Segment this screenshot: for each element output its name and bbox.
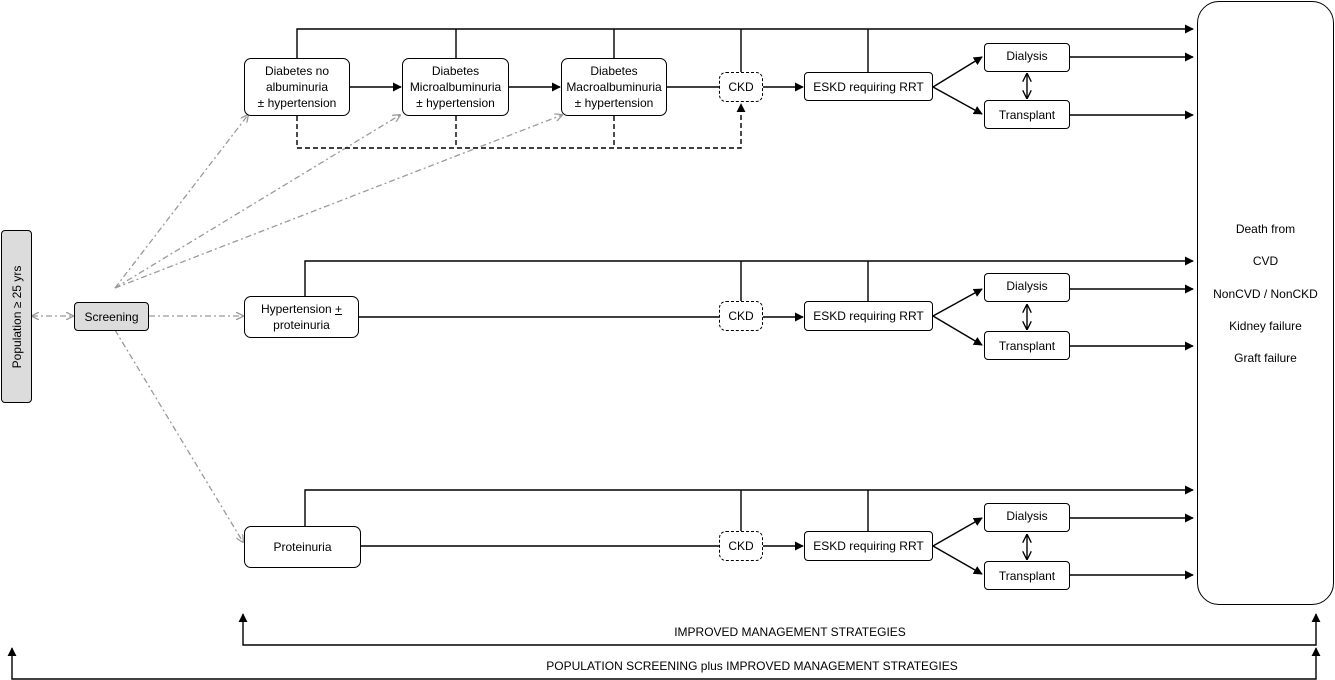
population-screening-label: POPULATION SCREENING plus IMPROVED MANAG… <box>546 659 958 673</box>
transplant-label: Transplant <box>998 338 1056 353</box>
dialysis-box-diabetes: Dialysis <box>984 43 1070 72</box>
hypertension-pathway <box>304 256 1194 351</box>
dialysis-label: Dialysis <box>1006 279 1048 293</box>
hypertension-box: Hypertension + proteinuria <box>244 296 359 338</box>
transplant-label: Transplant <box>998 568 1056 583</box>
outcome-noncvd: NonCVD / NonCKD <box>1213 287 1318 301</box>
ckd-label: CKD <box>728 80 754 94</box>
population-label: Population ≥ 25 yrs <box>9 265 24 368</box>
dialysis-box-hypertension: Dialysis <box>984 273 1070 302</box>
eskd-box-diabetes: ESKD requiring RRT <box>804 72 933 101</box>
dialysis-label: Dialysis <box>1006 49 1048 63</box>
diabetes-macro-line-3: ± hypertension <box>574 96 654 110</box>
eskd-label: ESKD requiring RRT <box>813 309 924 323</box>
transplant-box-hypertension: Transplant <box>984 331 1070 360</box>
outcomes-title: Death from <box>1235 222 1296 236</box>
diabetes-micro-line-1: Diabetes <box>431 64 480 78</box>
proteinuria-label: Proteinuria <box>273 540 332 554</box>
diabetes-no-line-2: albuminuria <box>265 80 329 94</box>
ckd-box-proteinuria: CKD <box>719 531 763 561</box>
screening-arrows <box>32 115 562 542</box>
diabetes-macro-line-1: Diabetes <box>590 64 638 78</box>
outcomes-box: Death from CVD NonCVD / NonCKD Kidney fa… <box>1197 1 1334 605</box>
dialysis-box-proteinuria: Dialysis <box>984 503 1070 532</box>
eskd-label: ESKD requiring RRT <box>813 79 924 94</box>
eskd-box-proteinuria: ESKD requiring RRT <box>804 531 933 561</box>
transplant-box-proteinuria: Transplant <box>984 561 1070 590</box>
dialysis-label: Dialysis <box>1006 509 1048 523</box>
plus-minus-sign: + <box>335 302 343 316</box>
diabetes-micro-line-3: ± hypertension <box>416 96 495 110</box>
proteinuria-pathway <box>304 485 1194 580</box>
diabetes-macro-box: Diabetes Macroalbuminuria ± hypertension <box>561 58 667 116</box>
hypertension-line-2: proteinuria <box>273 318 330 332</box>
diabetes-micro-box: Diabetes Microalbuminuria ± hypertension <box>402 58 509 116</box>
improved-management-label: IMPROVED MANAGEMENT STRATEGIES <box>674 625 906 639</box>
eskd-label: ESKD requiring RRT <box>813 539 924 553</box>
outcome-kidney-failure: Kidney failure <box>1229 319 1302 333</box>
diabetes-no-albuminuria-box: Diabetes no albuminuria ± hypertension <box>244 58 350 116</box>
ckd-box-diabetes: CKD <box>719 72 763 102</box>
ckd-box-hypertension: CKD <box>719 301 763 331</box>
outcome-graft-failure: Graft failure <box>1234 351 1297 365</box>
diabetes-pathway <box>296 24 1194 149</box>
diabetes-no-line-1: Diabetes no <box>264 64 330 78</box>
screening-label: Screening <box>84 309 139 324</box>
strategy-brackets <box>7 613 1321 680</box>
ckd-label: CKD <box>728 539 754 553</box>
hypertension-line-1-text: Hypertension <box>260 302 336 316</box>
population-box: Population ≥ 25 yrs <box>1 230 32 403</box>
ckd-label: CKD <box>728 309 754 323</box>
outcome-cvd: CVD <box>1252 254 1279 268</box>
transplant-box-diabetes: Transplant <box>984 100 1070 129</box>
eskd-box-hypertension: ESKD requiring RRT <box>804 301 933 331</box>
screening-box: Screening <box>74 302 149 331</box>
hypertension-line-1: Hypertension + <box>261 301 342 317</box>
diabetes-no-line-3: ± hypertension <box>257 96 337 110</box>
diabetes-micro-line-2: Microalbuminuria <box>409 80 502 94</box>
diabetes-macro-line-2: Macroalbuminuria <box>566 80 662 94</box>
proteinuria-box: Proteinuria <box>244 526 361 568</box>
transplant-label: Transplant <box>998 107 1056 122</box>
